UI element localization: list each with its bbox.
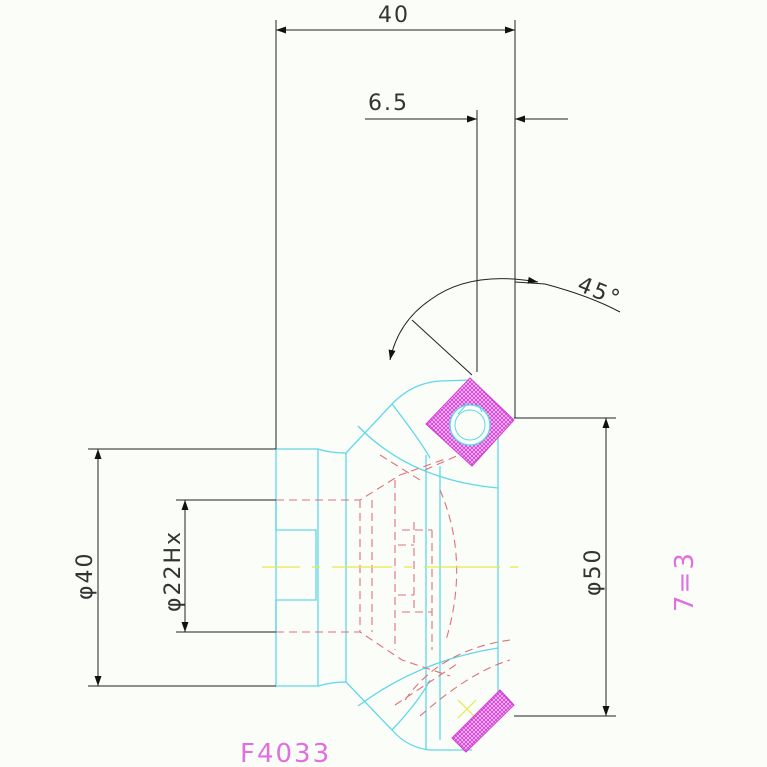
part-number-label: F4033 [240,739,331,767]
dimension-diameter-right-label: φ50 [581,547,606,596]
side-note-label: 7=3 [670,551,700,612]
hidden-lines [276,449,511,717]
hatched-sections [425,377,515,753]
dimension-diameter-left-label: φ40 [73,551,98,600]
dimension-angle-label: 45° [574,272,625,312]
dimension-lines [88,20,621,717]
dimension-width-label: 40 [378,3,410,28]
dimension-offset-label: 6.5 [368,91,409,116]
dimension-bore-label: φ22Hx [161,530,186,612]
center-lines [262,413,518,719]
